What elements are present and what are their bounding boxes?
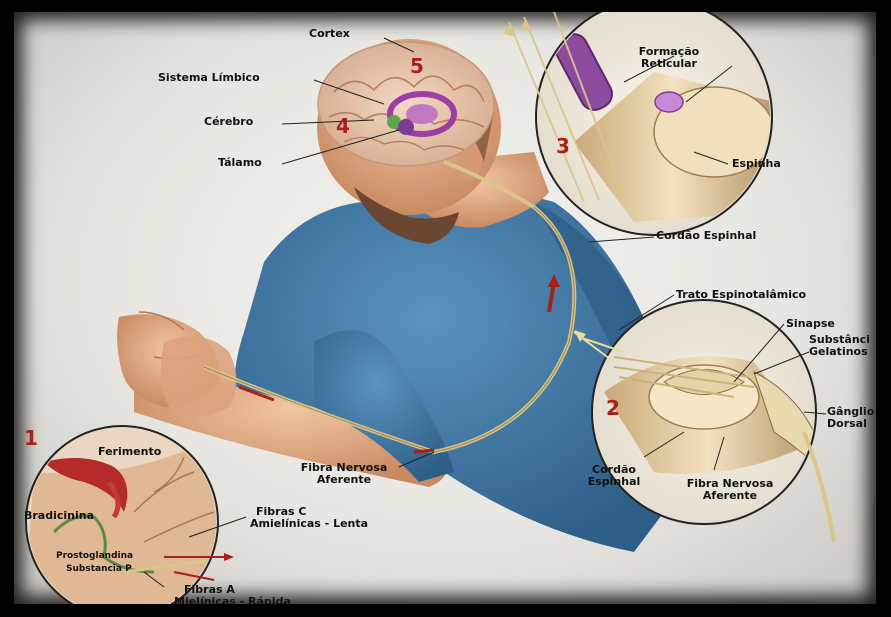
thalamus — [398, 119, 414, 135]
step-number-3: 3 — [556, 134, 570, 158]
label-fibra-nervosa-aferente: Fibra Nervosa Aferente — [284, 462, 404, 486]
label-trato-espinotalamico: Trato Espinotalâmico — [676, 289, 806, 301]
label-limbic-system: Sistema Límbico — [158, 72, 260, 84]
brain — [318, 42, 494, 166]
label-prostoglandina: Prostoglandina — [56, 550, 133, 562]
pain-pathway-diagram: Cortex Sistema Límbico Cérebro Tálamo Fo… — [14, 12, 876, 604]
step-number-4: 4 — [336, 114, 350, 138]
label-bradicinina: Bradicinina — [24, 510, 94, 522]
label-espinha: Espinha — [732, 158, 781, 170]
label-formacao-reticular: Formação Reticular — [624, 46, 714, 70]
step-number-2: 2 — [606, 396, 620, 420]
illustration — [14, 12, 876, 604]
label-cordao-espinhal-2: Cordão Espinhal — [574, 464, 654, 488]
label-sinapse: Sinapse — [786, 318, 835, 330]
step-number-5: 5 — [410, 54, 424, 78]
step-number-1: 1 — [24, 426, 38, 450]
label-cerebro: Cérebro — [204, 116, 253, 128]
label-cortex: Cortex — [309, 28, 350, 40]
label-cordao-espinhal: Cordão Espinhal — [656, 230, 756, 242]
label-substancia-p: Substancia P — [66, 563, 132, 575]
label-fibra-nervosa-aferente-2: Fibra Nervosa Aferente — [670, 478, 790, 502]
label-fibras-a: Fibras A Mielínicas - Rápida — [174, 584, 291, 604]
label-ganglio-dorsal: Gânglio Dorsal — [827, 406, 874, 430]
label-fibras-c: Fibras C Amielínicas - Lenta — [250, 506, 368, 530]
label-substancia-gelatinosa: Substânci Gelatinos — [809, 334, 870, 358]
label-talamo: Tálamo — [218, 157, 262, 169]
label-ferimento: Ferimento — [98, 446, 161, 458]
